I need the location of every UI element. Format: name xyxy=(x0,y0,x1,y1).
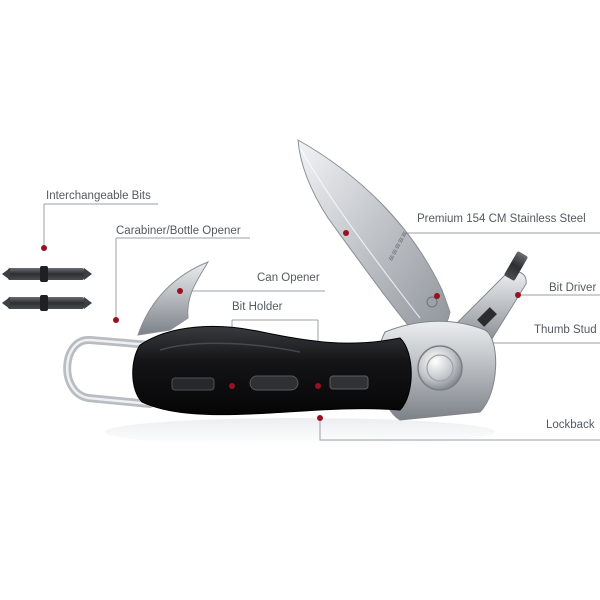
floor-reflection xyxy=(105,418,495,446)
driver-bit xyxy=(504,251,528,281)
can-opener-hook xyxy=(137,260,210,336)
dot-blade xyxy=(343,230,349,236)
bit-holder-slots xyxy=(171,375,369,391)
label-interchangeable-bits: Interchangeable Bits xyxy=(46,190,151,202)
bits-illustration xyxy=(2,266,92,311)
dot-can-opener xyxy=(177,288,183,294)
dot-thumb-stud xyxy=(434,293,440,299)
label-lockback: Lockback xyxy=(546,419,595,431)
dot-lockback xyxy=(317,415,323,421)
dot-bit-driver xyxy=(515,292,521,298)
label-bit-holder: Bit Holder xyxy=(232,301,283,313)
dot-bits xyxy=(41,245,47,251)
label-can-opener: Can Opener xyxy=(257,272,320,284)
handle xyxy=(132,325,412,416)
label-carabiner-bottle-opener: Carabiner/Bottle Opener xyxy=(116,225,241,237)
dot-bit-holder-right xyxy=(315,383,321,389)
label-bit-driver: Bit Driver xyxy=(549,282,597,294)
dot-bit-holder-left xyxy=(229,383,235,389)
label-thumb-stud: Thumb Stud xyxy=(534,324,597,336)
callout-dots xyxy=(41,230,521,421)
bit-1 xyxy=(2,266,92,282)
blade xyxy=(297,139,451,346)
dot-carabiner xyxy=(113,317,119,323)
thumb-stud xyxy=(417,345,463,391)
bit-2 xyxy=(2,295,92,311)
label-blade-steel: Premium 154 CM Stainless Steel xyxy=(417,213,586,225)
